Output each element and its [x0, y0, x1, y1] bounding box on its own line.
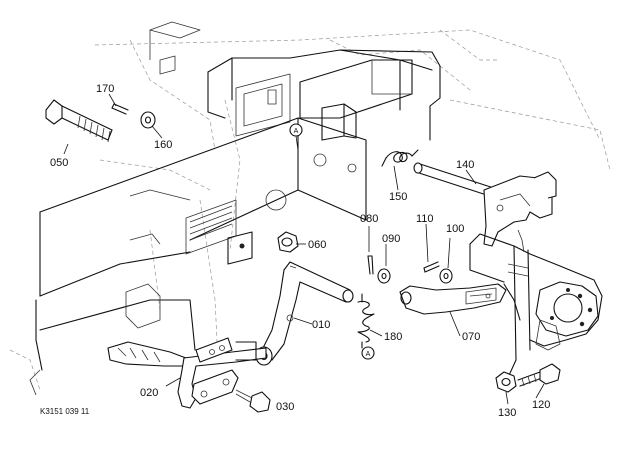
label-070: 070 [462, 331, 480, 343]
link-plate-030 [191, 369, 271, 413]
part-labels: 170 160 050 140 150 080 090 110 100 060 … [50, 83, 550, 419]
pin-110 [423, 261, 440, 273]
pedal-020 [107, 337, 267, 409]
pin-080 [367, 255, 374, 275]
washer-100 [439, 268, 453, 284]
label-050: 050 [50, 157, 68, 169]
bolt-120 [517, 363, 561, 387]
label-060: 060 [308, 239, 326, 251]
label-100: 100 [446, 223, 464, 235]
spring-150 [381, 149, 419, 167]
bushing-060 [277, 231, 299, 253]
upper-chassis-block [149, 21, 441, 141]
right-housing [469, 229, 603, 383]
label-080: 080 [360, 213, 378, 225]
drawing-code: K3151 039 11 [40, 407, 90, 416]
svg-text:A: A [366, 351, 371, 358]
label-150: 150 [389, 191, 407, 203]
label-140: 140 [456, 159, 474, 171]
leader-lines [63, 93, 545, 405]
label-170: 170 [96, 83, 114, 95]
pin-170 [111, 103, 129, 115]
bracket-140 [413, 162, 557, 247]
label-020: 020 [140, 387, 158, 399]
washer-090 [377, 268, 391, 284]
nut-130 [495, 371, 517, 393]
label-160: 160 [154, 139, 172, 151]
spring-180 [357, 293, 375, 349]
washer-160 [140, 111, 156, 129]
label-030: 030 [276, 401, 294, 413]
label-010: 010 [312, 319, 330, 331]
bolt-050 [45, 99, 113, 143]
frame-rail [29, 117, 367, 396]
label-120: 120 [532, 399, 550, 411]
label-130: 130 [498, 407, 516, 419]
label-090: 090 [382, 233, 400, 245]
reference-marker-a-upper: A [289, 123, 303, 151]
svg-text:A: A [294, 128, 299, 135]
lever-070 [399, 283, 507, 315]
pedal-arm-010 [255, 261, 354, 366]
reference-marker-a-lower: A [361, 346, 375, 360]
label-180: 180 [384, 331, 402, 343]
label-110: 110 [416, 213, 434, 225]
